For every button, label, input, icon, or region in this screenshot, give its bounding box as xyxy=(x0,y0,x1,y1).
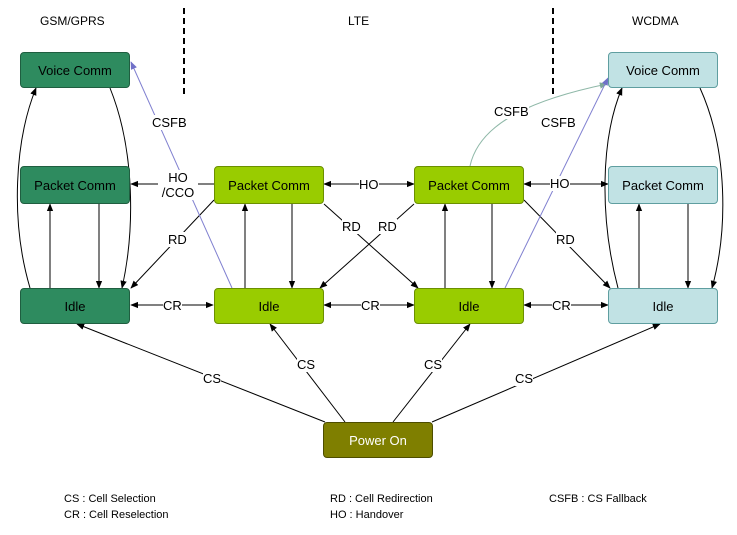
state-gsm-idle: Idle xyxy=(20,288,130,324)
state-lte1-packet-comm: Packet Comm xyxy=(214,166,324,204)
column-header-gsm: GSM/GPRS xyxy=(40,14,105,28)
label-cs-wcdma: CS xyxy=(515,371,534,386)
legend-csfb: CSFB : CS Fallback xyxy=(549,493,647,505)
state-gsm-packet-comm: Packet Comm xyxy=(20,166,130,204)
state-power-on: Power On xyxy=(323,422,433,458)
label-cs-lte2: CS xyxy=(424,357,443,372)
legend-rd: RD : Cell Redirection xyxy=(330,493,433,505)
arrow-cs-to-gsm xyxy=(76,323,326,423)
arrow-cs-to-lte2 xyxy=(392,323,471,423)
state-lte2-packet-comm: Packet Comm xyxy=(414,166,524,204)
state-gsm-voice-comm: Voice Comm xyxy=(20,52,130,88)
arrow-cs-to-lte1 xyxy=(269,323,346,423)
label-csfb-gsm: CSFB xyxy=(152,115,187,130)
label-rd-cross-2: RD xyxy=(378,219,397,234)
arrow-gsm-idle-to-voice xyxy=(16,87,37,289)
label-ho-lte: HO xyxy=(359,177,379,192)
column-header-lte: LTE xyxy=(348,14,370,28)
label-ho-cco: HO /CCO xyxy=(158,170,198,200)
state-wcdma-idle: Idle xyxy=(608,288,718,324)
arrow-rd-lte2-to-lte1 xyxy=(319,203,415,289)
state-wcdma-packet-comm: Packet Comm xyxy=(608,166,718,204)
legend-ho: HO : Handover xyxy=(330,509,404,521)
state-wcdma-voice-comm: Voice Comm xyxy=(608,52,718,88)
arrow-rd-lte1-to-lte2 xyxy=(323,203,419,289)
label-cs-lte1: CS xyxy=(297,357,316,372)
state-lte1-idle: Idle xyxy=(214,288,324,324)
arrow-wcdma-voice-to-idle xyxy=(699,87,724,289)
arrow-csfb-lte2-packet-to-wcdma xyxy=(469,82,608,167)
label-csfb-wcdma-1: CSFB xyxy=(494,104,529,119)
arrow-gsm-voice-to-idle xyxy=(109,87,132,289)
label-cs-gsm: CS xyxy=(203,371,222,386)
label-rd-wcdma: RD xyxy=(556,232,575,247)
legend-cr: CR : Cell Reselection xyxy=(64,509,169,521)
label-cr-gsm-lte: CR xyxy=(163,298,182,313)
label-rd-gsm: RD xyxy=(168,232,187,247)
column-header-wcdma: WCDMA xyxy=(632,14,679,28)
label-ho-wcdma: HO xyxy=(550,176,570,191)
label-rd-cross-1: RD xyxy=(342,219,361,234)
arrow-cs-to-wcdma xyxy=(431,323,661,423)
label-cr-lte-wcdma: CR xyxy=(552,298,571,313)
label-cr-lte-lte: CR xyxy=(361,298,380,313)
label-csfb-wcdma-2: CSFB xyxy=(541,115,576,130)
legend-cs: CS : Cell Selection xyxy=(64,493,156,505)
state-lte2-idle: Idle xyxy=(414,288,524,324)
